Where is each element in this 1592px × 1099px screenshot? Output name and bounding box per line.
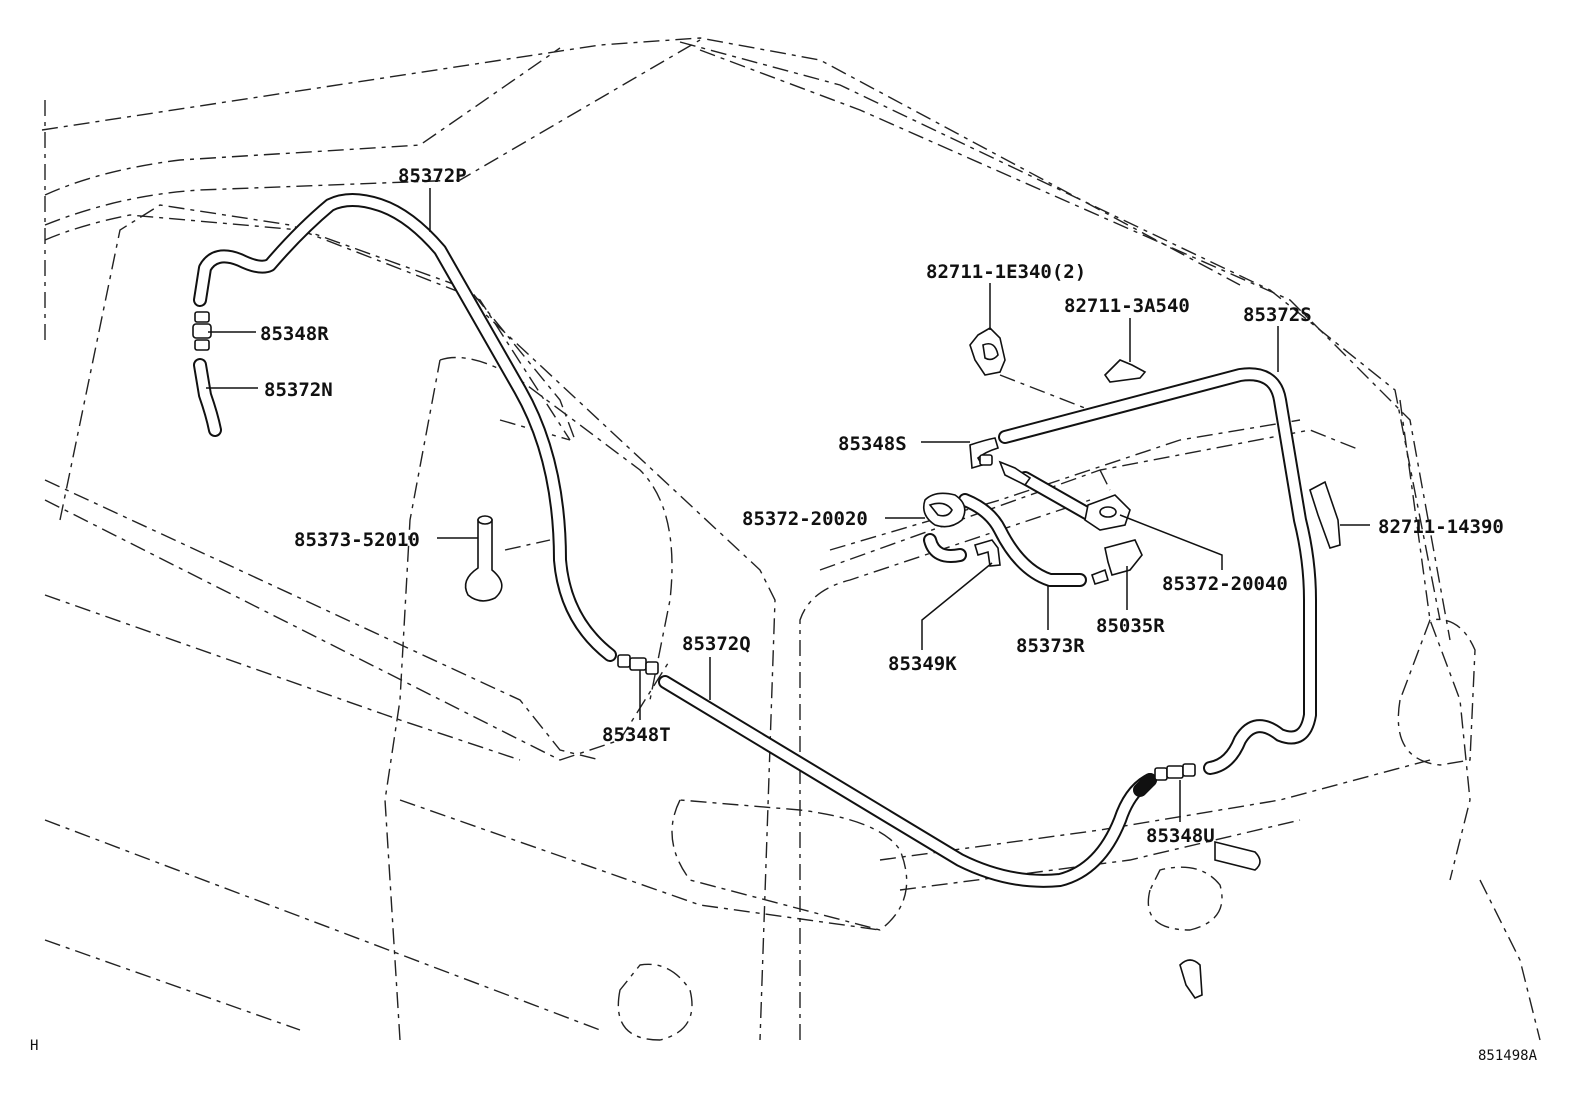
clip-82711-3A540 — [1103, 359, 1147, 383]
corner-code-left: H — [30, 1038, 38, 1054]
label-85372-20020: 85372-20020 — [742, 508, 868, 530]
elbow-85349K — [974, 539, 1001, 567]
grommet-85373-52010 — [464, 515, 503, 602]
hose-85372Q — [658, 675, 1157, 888]
label-85373-52010: 85373-52010 — [294, 529, 420, 551]
joint-85348U — [1154, 763, 1196, 781]
label-82711-14390: 82711-14390 — [1378, 516, 1504, 538]
label-85348S: 85348S — [838, 433, 907, 455]
hose-85372P-tail — [1133, 773, 1157, 797]
vehicle-body-outline — [41, 37, 1541, 1041]
clip-82711-14390 — [1309, 480, 1341, 549]
label-85372Q: 85372Q — [682, 633, 751, 655]
label-85348T: 85348T — [602, 724, 671, 746]
hose-20040 — [1018, 471, 1097, 522]
hose-short-20020 — [923, 533, 967, 563]
label-85348U: 85348U — [1146, 825, 1215, 847]
leader-lines — [206, 188, 1370, 822]
clip-82711-1E340 — [969, 326, 1006, 376]
valve-85372-20040 — [998, 460, 1131, 531]
joint-85348T — [617, 654, 659, 675]
label-85348R: 85348R — [260, 323, 329, 345]
joint-85348S — [969, 437, 999, 470]
nozzle-85035R — [1090, 539, 1143, 585]
part-labels: 85372P 85348R 85372N 85373-52010 85372Q … — [260, 165, 1504, 847]
hose-85372P — [193, 193, 617, 662]
diagram-id: 851498A — [1478, 1048, 1538, 1064]
joint-85348R — [192, 311, 212, 351]
label-85372S: 85372S — [1243, 304, 1312, 326]
label-85035R: 85035R — [1096, 615, 1165, 637]
check-valve-85372-20020 — [922, 492, 966, 528]
label-82711-1E340: 82711-1E340(2) — [926, 261, 1086, 283]
label-85372-20040: 85372-20040 — [1162, 573, 1288, 595]
tube-end-85372U — [1214, 840, 1261, 871]
hose-85372S — [998, 367, 1317, 775]
label-85372N: 85372N — [264, 379, 333, 401]
label-85349K: 85349K — [888, 653, 957, 675]
hose-85373R — [958, 493, 1087, 587]
label-85373R: 85373R — [1016, 635, 1085, 657]
clip-tailgate — [1179, 959, 1203, 999]
hose-85372N — [193, 358, 222, 437]
label-82711-3A540: 82711-3A540 — [1064, 295, 1190, 317]
label-85372P: 85372P — [398, 165, 467, 187]
